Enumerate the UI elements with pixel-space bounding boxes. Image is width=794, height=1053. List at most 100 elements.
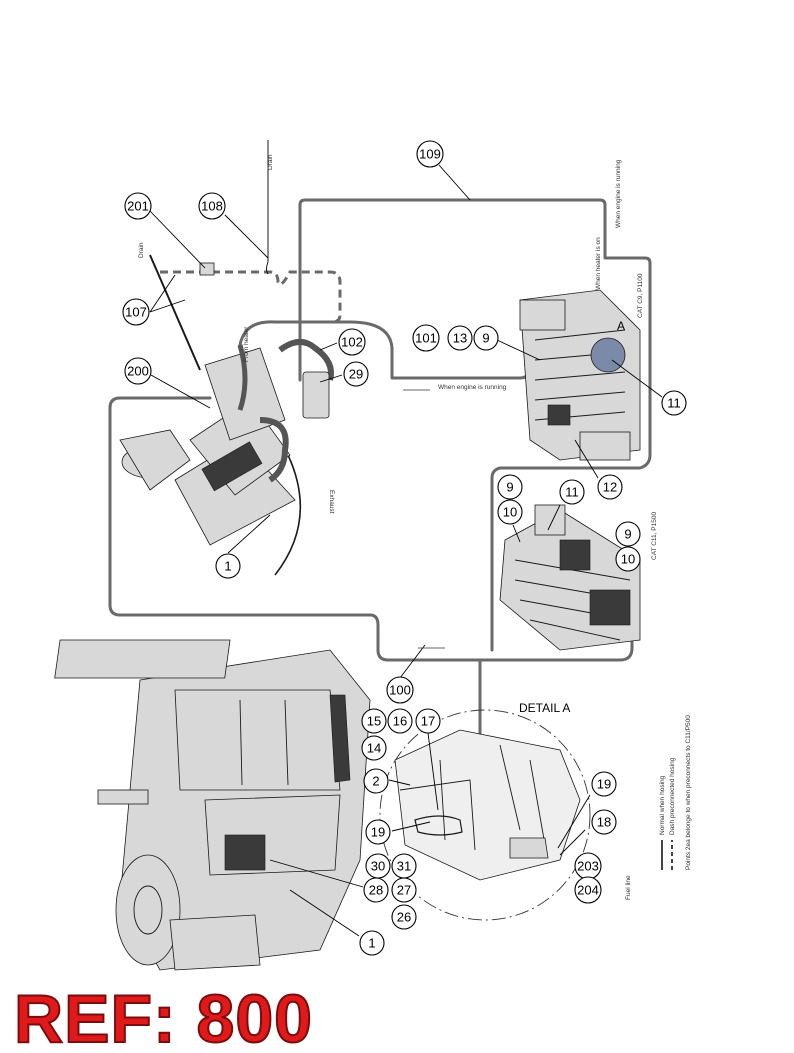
callout-label: 204 [577, 883, 599, 898]
callout-label: 9 [482, 331, 489, 346]
hose-100-return [478, 558, 634, 662]
callout-label: 19 [371, 825, 385, 840]
callout-100: 100 [386, 676, 414, 704]
callout-1: 1 [359, 930, 385, 956]
machine-radiator [174, 689, 341, 791]
label-exhaust: Exhaust [328, 490, 335, 514]
leader-lines [149, 164, 663, 937]
callout-label: 19 [597, 777, 611, 792]
callout-18: 18 [591, 809, 617, 835]
callout-label: 17 [421, 714, 435, 729]
callout-19: 19 [365, 819, 391, 845]
callout-label: 100 [389, 683, 411, 698]
callout-label: 101 [415, 331, 437, 346]
callout-label: 108 [201, 199, 223, 214]
detail-a-fitting [414, 815, 463, 836]
machine-exhaust-pipe [97, 789, 149, 805]
callout-107: 107 [122, 298, 150, 326]
label-drain-top: Drain [267, 154, 274, 170]
heater-hose-102 [278, 339, 334, 381]
label-drain-left: Drain [138, 242, 145, 258]
engine-c9 [519, 289, 641, 461]
callout-label: 18 [597, 815, 611, 830]
callout-19: 19 [591, 771, 617, 797]
machine-top-panel [54, 639, 231, 679]
hose-drain-dashed [160, 270, 342, 324]
exhaust-pipe [274, 454, 302, 576]
heater-filter [302, 371, 330, 419]
callout-label: 102 [341, 335, 363, 350]
callout-label: 11 [565, 485, 579, 500]
heater-hose-coil [259, 417, 289, 483]
detail-a-title: DETAIL A [519, 701, 570, 715]
machine-flywheel [115, 854, 181, 966]
callout-label: 14 [367, 741, 381, 756]
heater-grille [201, 441, 263, 492]
callout-11: 11 [559, 479, 585, 505]
hose-109 [298, 198, 652, 652]
callout-label: 13 [453, 331, 467, 346]
reference-banner: REF: 800 [13, 981, 313, 1053]
callout-102: 102 [338, 328, 366, 356]
machine-unit [54, 639, 371, 971]
callout-203: 203 [574, 852, 602, 880]
callout-label: 203 [577, 859, 599, 874]
callout-200: 200 [124, 357, 152, 385]
legend-note: Points 2ea belonge to when preconnects t… [685, 715, 692, 870]
callout-2: 2 [363, 768, 389, 794]
legend-dashed: Dash preconnected hosing [669, 757, 676, 835]
label-when-engine-running-2: When engine is running [615, 159, 622, 228]
callout-label: 29 [349, 367, 363, 382]
callout-label: 31 [397, 859, 411, 874]
callout-label: 15 [367, 714, 381, 729]
callout-16: 16 [387, 708, 413, 734]
engine-c9-detail-a-marker [590, 337, 626, 373]
heater-duct [119, 429, 191, 491]
callout-26: 26 [391, 904, 417, 930]
callout-11: 11 [661, 390, 687, 416]
callout-101: 101 [412, 324, 440, 352]
callout-label: 9 [506, 480, 513, 495]
label-cat-c9: CAT C9, P1100 [637, 273, 644, 318]
callout-label: 10 [503, 505, 517, 520]
label-from-heater: From heater [243, 326, 250, 362]
callout-108: 108 [198, 192, 226, 220]
callout-label: 1 [224, 559, 231, 574]
detail-a-view: DETAIL A [379, 701, 591, 921]
callout-10: 10 [615, 546, 641, 572]
callout-10: 10 [497, 499, 523, 525]
callout-27: 27 [391, 877, 417, 903]
detail-a-boundary [379, 709, 591, 921]
legend-normal: Normal when hosing [659, 775, 666, 835]
callout-label: 30 [371, 859, 385, 874]
hose-routes [108, 140, 652, 852]
heater-assembly [119, 254, 334, 546]
callout-31: 31 [391, 853, 417, 879]
callout-15: 15 [361, 708, 387, 734]
callout-14: 14 [361, 735, 387, 761]
callout-label: 28 [369, 883, 383, 898]
callout-label: 26 [397, 910, 411, 925]
label-cat-c11: CAT C11, P1500 [651, 512, 658, 560]
label-when-heater-on: When heater is on [595, 237, 602, 290]
callout-17: 17 [415, 708, 441, 734]
callout-label: 12 [603, 480, 617, 495]
label-fuel-line: Fuel line [625, 875, 632, 900]
engine-c11 [499, 504, 641, 651]
callout-1: 1 [215, 553, 241, 579]
drain-tube-left [149, 254, 201, 371]
callout-label: 201 [127, 199, 149, 214]
callout-label: 200 [127, 364, 149, 379]
callout-12: 12 [597, 474, 623, 500]
callout-label: 2 [372, 774, 379, 789]
callout-label: 10 [621, 552, 635, 567]
detail-a-fuel-pump [509, 837, 549, 859]
callout-label: 11 [667, 396, 681, 411]
callout-label: 109 [419, 147, 441, 162]
callout-label: 9 [624, 527, 631, 542]
label-when-engine-running-1: When engine is running [438, 384, 507, 391]
callout-30: 30 [365, 853, 391, 879]
heater-hose-upper [237, 344, 248, 411]
